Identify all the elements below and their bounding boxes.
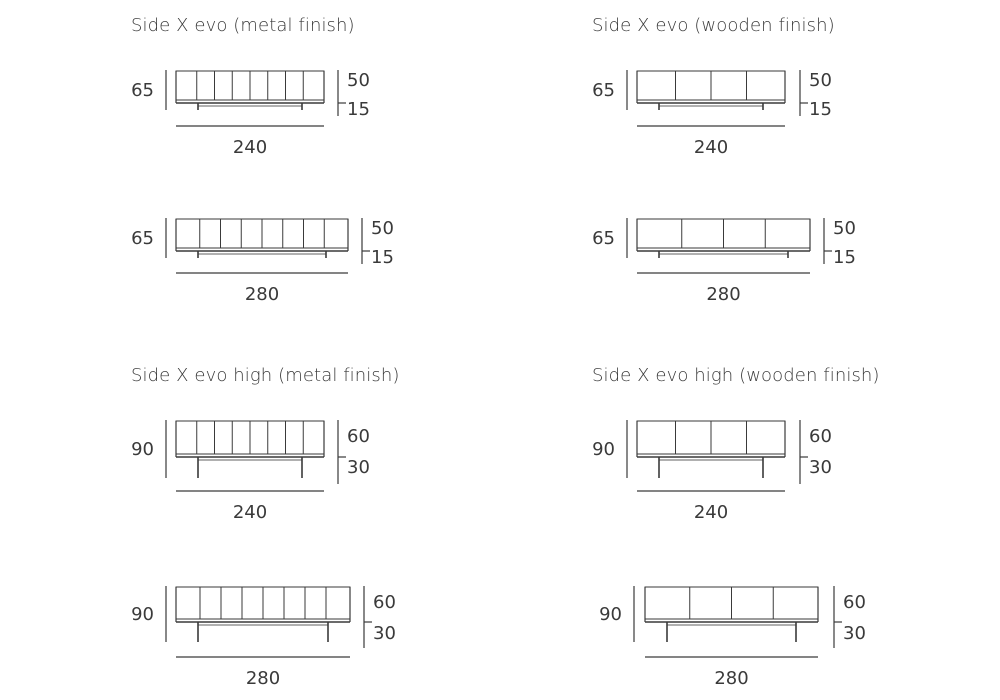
body-height-label: 60 (809, 426, 832, 447)
section-title-evo-metal: Side X evo (metal finish) (131, 15, 355, 36)
leg-height-label: 15 (347, 99, 370, 120)
section-title-evo-high-metal: Side X evo high (metal finish) (131, 365, 400, 386)
body-height-label: 60 (347, 426, 370, 447)
body-height-label: 60 (843, 592, 866, 613)
leg-height-label: 30 (843, 623, 866, 644)
leg-height-label: 30 (809, 457, 832, 478)
leg-height-label: 15 (809, 99, 832, 120)
height-label: 90 (131, 603, 154, 625)
height-label: 90 (592, 438, 615, 460)
width-label: 280 (706, 284, 741, 305)
leg-height-label: 15 (833, 247, 856, 268)
section-title-evo-high-wooden: Side X evo high (wooden finish) (592, 365, 880, 386)
leg-height-label: 30 (373, 623, 396, 644)
width-label: 280 (714, 668, 749, 689)
body-height-label: 50 (833, 218, 856, 239)
width-label: 240 (232, 137, 268, 158)
section-title-evo-wooden: Side X evo (wooden finish) (592, 15, 835, 36)
height-label: 90 (131, 438, 154, 460)
leg-height-label: 15 (371, 247, 394, 268)
leg-height-label: 30 (347, 457, 370, 478)
body-height-label: 50 (809, 70, 832, 91)
height-label: 65 (131, 227, 154, 249)
body-height-label: 50 (371, 218, 394, 239)
body-height-label: 60 (373, 592, 396, 613)
width-label: 240 (693, 502, 729, 523)
height-label: 90 (599, 603, 622, 625)
width-label: 280 (245, 668, 281, 689)
height-label: 65 (592, 227, 615, 249)
width-label: 240 (232, 502, 268, 523)
width-label: 280 (244, 284, 280, 305)
height-label: 65 (592, 79, 615, 101)
width-label: 240 (693, 137, 729, 158)
height-label: 65 (131, 79, 154, 101)
body-height-label: 50 (347, 70, 370, 91)
